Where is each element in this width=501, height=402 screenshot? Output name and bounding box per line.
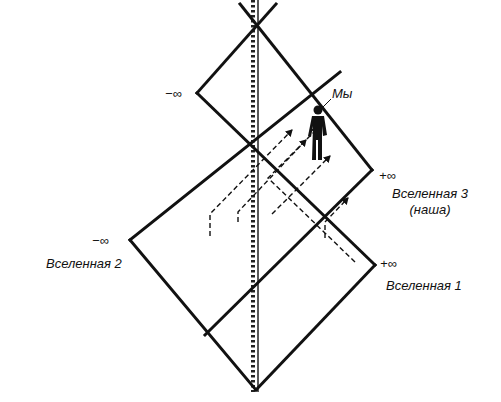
horizon-line [240,4,372,170]
observer-label: Мы [332,86,352,102]
light-ray [238,140,306,222]
horizon-line [197,93,375,265]
figure-head [314,106,323,115]
horizon-line [256,265,375,390]
light-ray [210,130,292,236]
horizon-lines [130,4,375,390]
horizon-line [197,4,276,93]
observer-figure [308,99,331,160]
light-ray [272,156,330,214]
light-ray [268,128,355,262]
light-rays [210,128,355,262]
horizon-line [130,72,340,240]
universe-label: Вселенная 1 [386,278,462,294]
light-ray [325,198,348,238]
horizon-line [205,170,372,335]
infinity-mark: +∞ [379,168,396,184]
universe-label: Вселенная 2 [46,256,122,272]
axis-line [257,0,259,392]
infinity-mark: −∞ [92,233,109,249]
dotted-singularity [251,0,255,392]
infinity-mark: −∞ [165,86,182,102]
universe-label: Вселенная 3 (наша) [384,186,476,218]
horizon-line [130,240,256,390]
leader-line [323,99,331,107]
infinity-mark: +∞ [380,256,397,272]
figure-body [308,116,327,160]
